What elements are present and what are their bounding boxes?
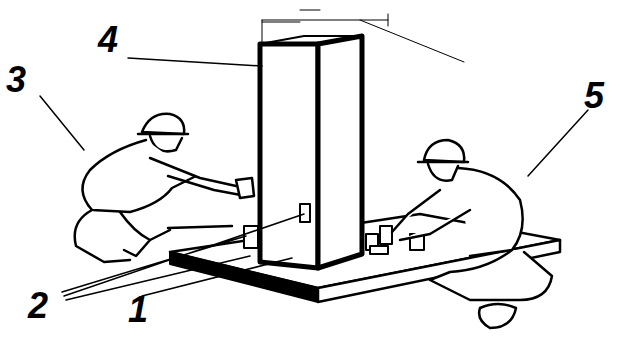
column-side [318,36,362,268]
helmet-brim [138,133,188,136]
arms [392,190,470,240]
wedge [300,204,310,222]
column-front [260,44,318,268]
wedge [370,246,388,254]
helmet [142,114,184,134]
leader-line [128,58,262,66]
legs [430,250,552,300]
wedges [244,204,424,254]
leader-lines [40,58,588,300]
guide-line [262,22,300,23]
leader-line [528,110,588,176]
hammer [150,226,232,240]
callout-number: 2 [28,288,48,324]
face [428,164,458,181]
worker-right [392,140,552,328]
helmet [424,140,464,162]
boot [479,304,516,328]
callout-number: 5 [584,78,604,114]
callout-number: 3 [6,62,26,98]
wedge [380,226,392,244]
torso [82,140,196,212]
arms [150,158,246,196]
callout-number: 4 [98,22,118,58]
hand [236,178,254,198]
leader-line [40,96,84,150]
wedge [244,226,258,248]
helmet-brim [418,161,468,164]
column-top [260,36,362,44]
column [260,36,362,268]
callout-number: 1 [128,292,148,328]
leader-line [142,258,292,296]
leader-line [62,214,304,300]
legs [75,210,150,262]
